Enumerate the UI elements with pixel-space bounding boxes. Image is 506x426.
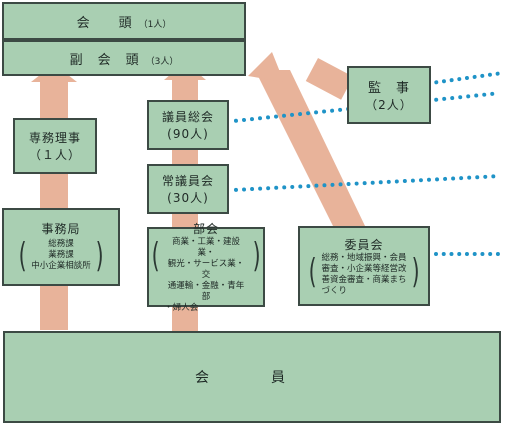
vice-chairman-count: （3人） [145, 56, 179, 67]
committees-title: 委員会 [344, 237, 384, 252]
secretary-count: （１人） [28, 148, 81, 162]
committees-item: 善資金審査・商業まち [321, 274, 407, 285]
sections-item: 商業・工業・建設業・ [171, 237, 240, 258]
chairman-title: 会 頭 [76, 15, 133, 31]
committees-item: づくり [321, 285, 347, 296]
assembly-title: 議員総会 [161, 110, 214, 124]
sections-box: 部会 ( 商業・工業・建設業・ 観光・サービス業・交 通運輸・金融・青年部 ・婦… [147, 222, 265, 313]
committees-box: 委員会 ( 総務・地域振興・会員 審査・小企業等経営改 善資金審査・商業まち づ… [298, 226, 430, 306]
standing-box: 常議員会 (30人) [147, 164, 229, 214]
assembly-count: (90人) [167, 127, 209, 141]
sections-item: 観光・サービス業・交 [167, 259, 245, 280]
auditor-count: （2人） [365, 98, 413, 112]
auditor-title: 監 事 [367, 81, 410, 96]
sections-title: 部会 [192, 222, 219, 236]
assembly-box: 議員総会 (90人) [147, 100, 229, 150]
sections-item: 通運輸・金融・青年部 [167, 281, 245, 302]
standing-title: 常議員会 [161, 174, 214, 188]
committees-item: 総務・地域振興・会員 [321, 252, 407, 263]
secretary-box: 専務理事 （１人） [13, 118, 97, 174]
sections-item: ・婦人会 [164, 303, 199, 313]
office-box: 事務局 ( 総務課 業務課 中小企業相談所 ) [2, 208, 120, 286]
members-title: 会 員 [195, 370, 309, 386]
chairman-count: （1人） [138, 19, 172, 30]
office-title: 事務局 [41, 221, 81, 236]
vice-chairman-title: 副 会 頭 [69, 52, 140, 68]
vice-chairman-box: 副 会 頭 （3人） [2, 40, 246, 76]
standing-count: (30人) [167, 191, 209, 205]
secretary-title: 専務理事 [28, 131, 81, 145]
chairman-box: 会 頭 （1人） [2, 2, 246, 40]
office-item: 中小企業相談所 [31, 261, 91, 271]
members-box: 会 員 [3, 331, 501, 423]
committees-item: 審査・小企業等経営改 [321, 263, 407, 274]
dotted-line-committees [434, 252, 500, 256]
office-item: 業務課 [48, 250, 74, 260]
auditor-box: 監 事 （2人） [347, 66, 431, 124]
office-item: 総務課 [48, 239, 74, 249]
